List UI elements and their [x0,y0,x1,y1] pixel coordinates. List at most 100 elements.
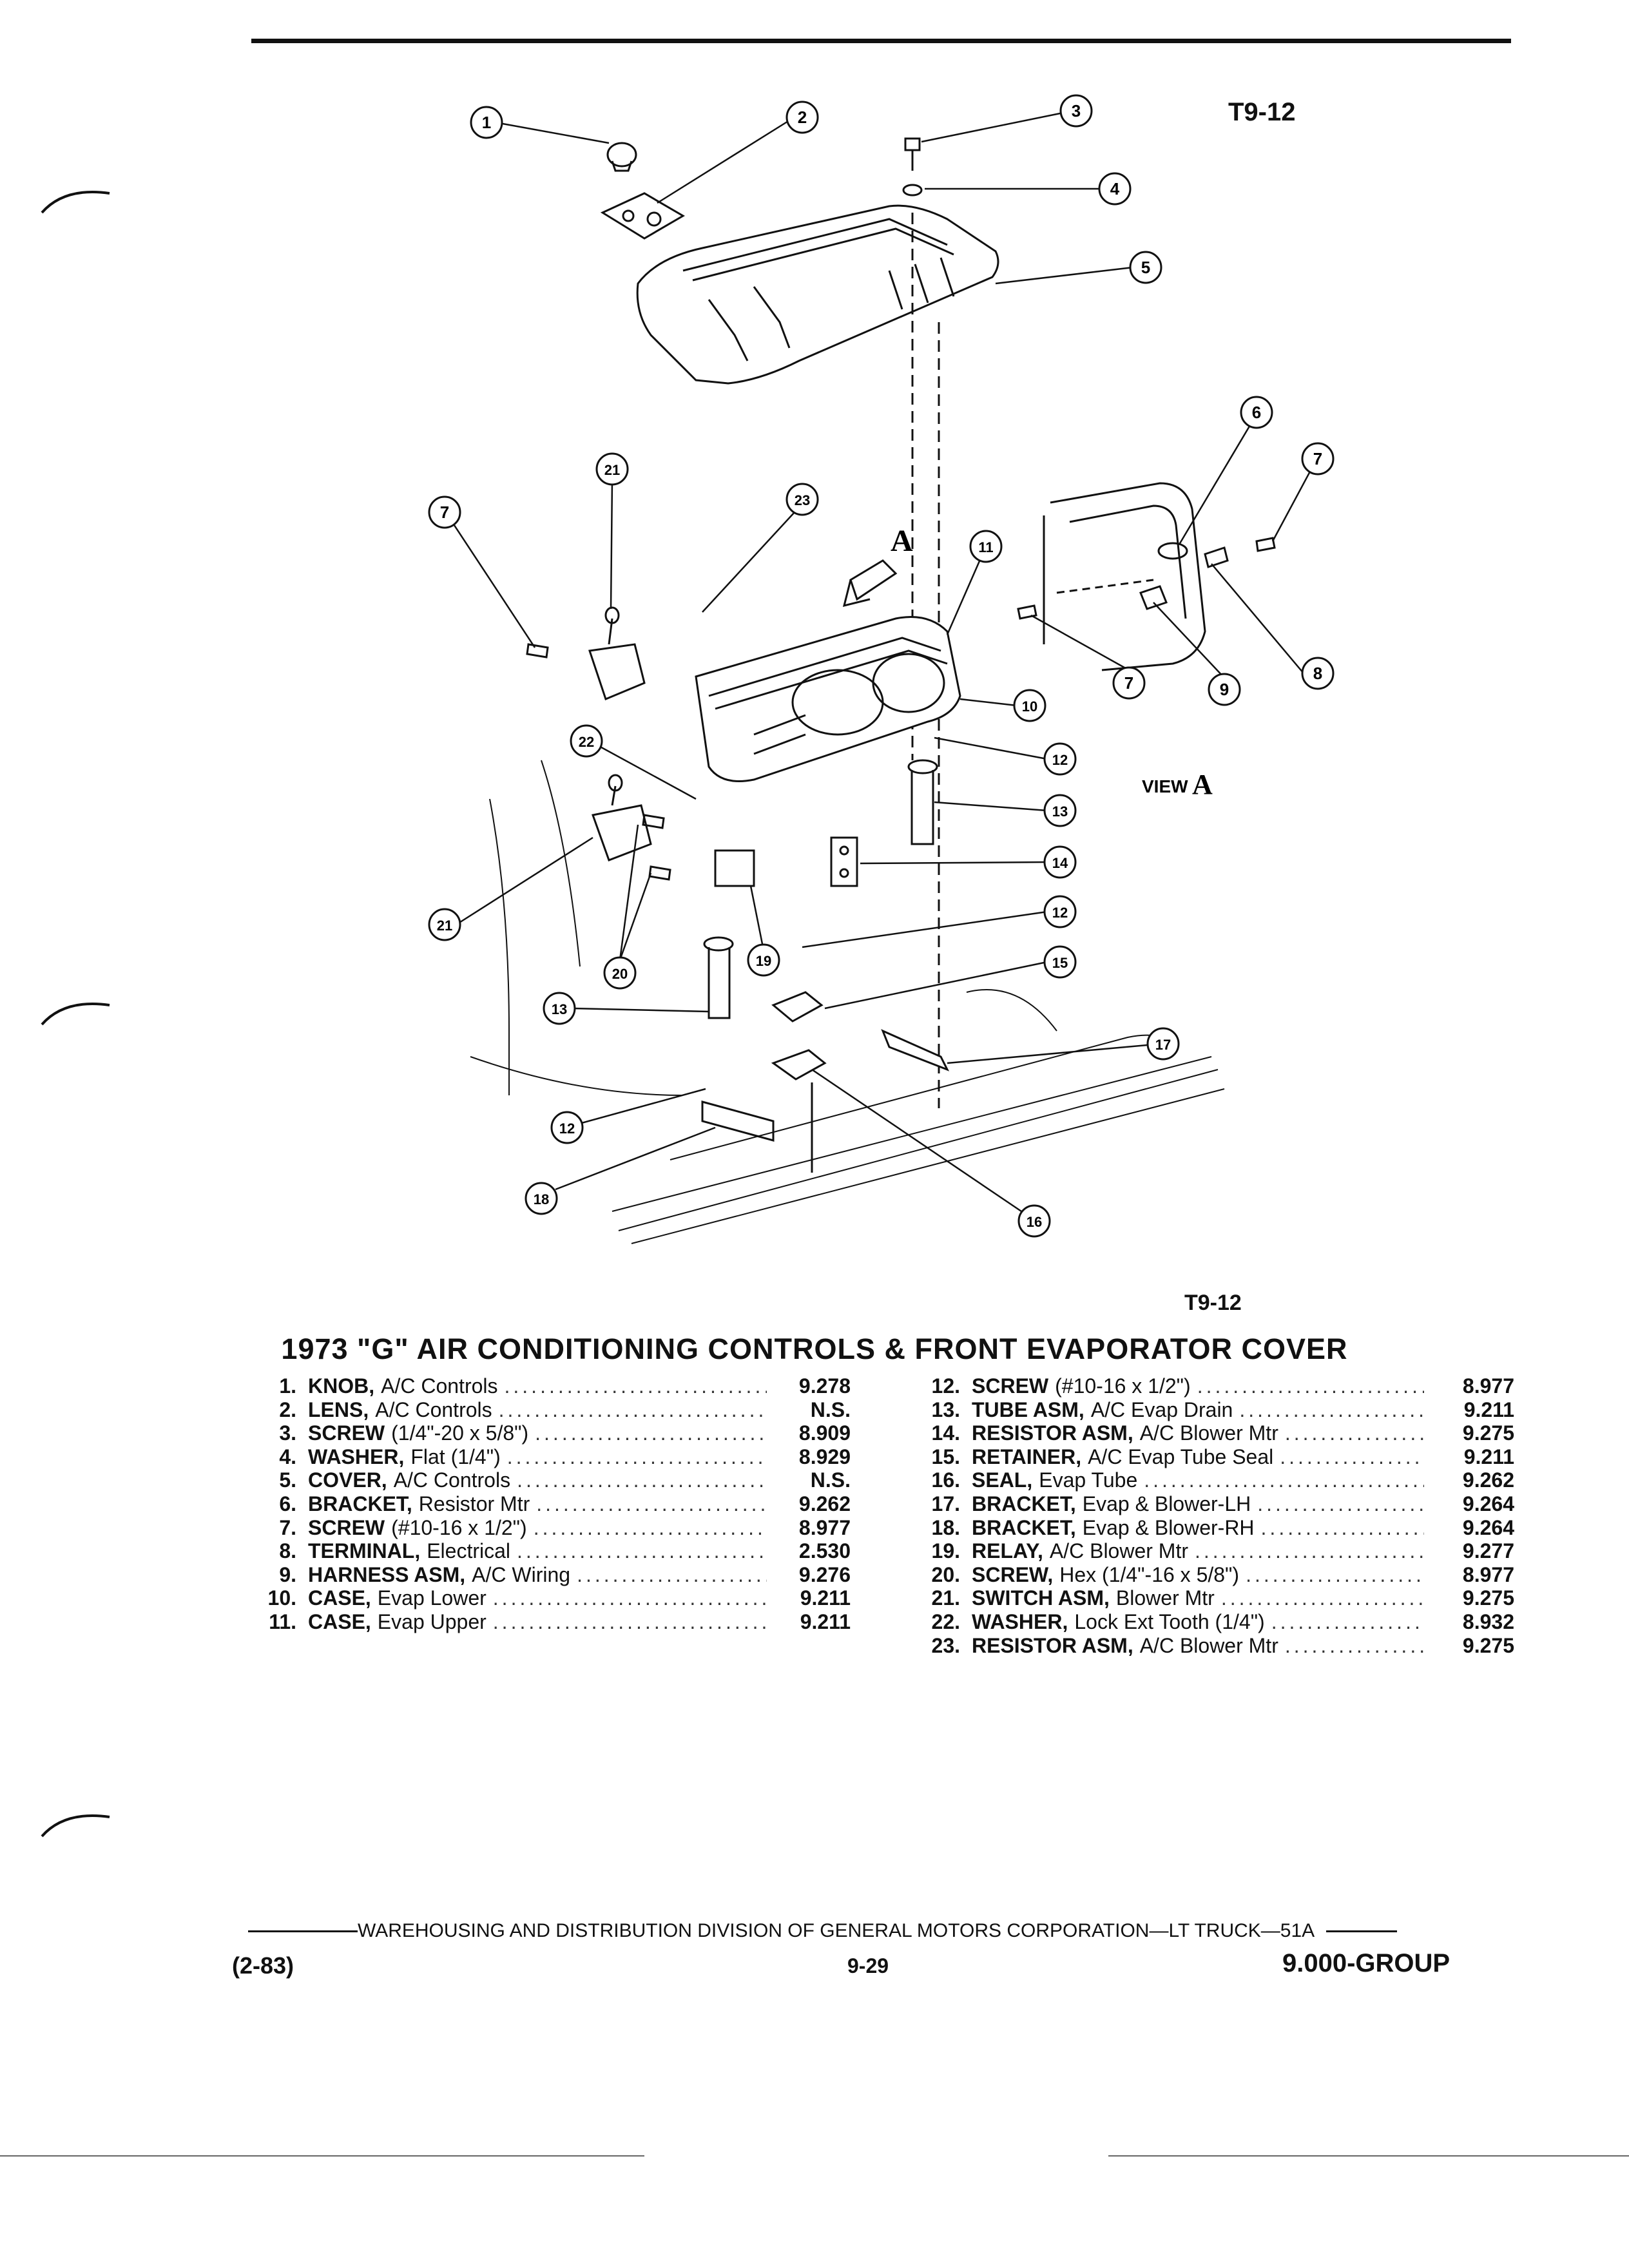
part-name: WASHER, [972,1610,1068,1633]
callout-circle [428,495,461,529]
arrow-letter: A [891,524,913,558]
scan-curl-mark [41,1814,110,1838]
part-description: A/C Controls [375,1398,492,1421]
part-name: TUBE ASM, [972,1398,1084,1421]
part-name: RELAY, [972,1539,1043,1563]
callout-number: 10 [1022,698,1037,715]
part-group-number: 8.977 [1462,1374,1514,1398]
part-row: 18.BRACKET,Evap & Blower-RH.............… [902,1516,1514,1540]
part-name: RESISTOR ASM, [972,1633,1133,1657]
part-description: A/C Evap Tube Seal [1088,1445,1274,1468]
callout-16: 16 [1017,1204,1051,1238]
scan-curl-mark [41,1003,110,1026]
part-name: KNOB, [308,1374,375,1398]
leader-dots: ........................................ [492,1610,767,1633]
part-row: 4.WASHER,Flat (1/4")....................… [238,1445,851,1469]
part-name: HARNESS ASM, [308,1562,466,1586]
footer-date: (2-83) [232,1952,294,1979]
callout-circle [1129,251,1162,284]
part-name: TERMINAL, [308,1539,421,1563]
footer-dash-left [248,1930,358,1932]
callout-15: 15 [1043,945,1077,979]
leader-dots: ........................................ [1246,1562,1424,1586]
scan-edge-line [0,2155,644,2157]
callout-18: 18 [525,1182,558,1215]
callout-circle [1112,666,1146,700]
part-group-number: 9.262 [798,1492,851,1515]
footer-division-line: WAREHOUSING AND DISTRIBUTION DIVISION OF… [248,1920,1476,1942]
leader-lines [447,111,1317,1213]
part-description: (1/4"-20 x 5/8") [391,1421,529,1445]
parts-list-left: 1.KNOB,A/C Controls.....................… [238,1374,851,1634]
part-number: 17. [931,1492,960,1515]
part-name: RESISTOR ASM, [972,1421,1133,1445]
callout-circle [747,943,780,977]
footer-group: 9.000-GROUP [1282,1949,1451,1977]
parts-list-right: 12.SCREW(#10-16 x 1/2").................… [902,1374,1514,1657]
callout-number: 23 [795,492,810,508]
page-title: 1973 "G" AIR CONDITIONING CONTROLS & FRO… [281,1332,1348,1365]
leader-dots: ........................................ [1197,1374,1424,1398]
part-name: SCREW [308,1421,385,1445]
part-row: 3.SCREW(1/4"-20 x 5/8").................… [238,1421,851,1445]
figure-id-top: T9-12 [1228,98,1296,126]
part-number: 14. [931,1421,960,1445]
callout-circle [525,1182,558,1215]
callout-2: 2 [786,101,819,134]
part-description: A/C Blower Mtr [1049,1539,1188,1563]
callout-circle [470,106,503,139]
part-group-number: 8.909 [798,1421,851,1445]
part-description: Flat (1/4") [410,1445,501,1468]
callout-number: 14 [1052,855,1068,871]
leader-dots: ........................................ [492,1586,767,1610]
part-row: 2.LENS,A/C Controls.....................… [238,1398,851,1422]
callout-circle [1240,396,1273,429]
callout-number: 13 [552,1001,567,1017]
leader-dots: ........................................ [1239,1398,1424,1421]
callout-number: 22 [579,734,594,750]
part-name: LENS, [308,1398,369,1421]
callout-21: 21 [428,908,461,941]
part-number: 21. [931,1586,960,1610]
part-group-number: 9.264 [1462,1492,1514,1515]
callout-number: 16 [1027,1214,1042,1230]
part-row: 13.TUBE ASM,A/C Evap Drain..............… [902,1398,1514,1422]
callout-circle [1301,657,1335,690]
callout-13: 13 [543,992,576,1025]
callout-7: 7 [428,495,461,529]
leader-dots: ........................................ [1144,1468,1424,1492]
view-a-inset [1017,482,1276,671]
part-group-number: N.S. [810,1468,851,1492]
part-description: A/C Blower Mtr [1139,1633,1278,1657]
part-group-number: 9.262 [1462,1468,1514,1492]
part-number: 8. [279,1539,296,1563]
figure-id-bottom: T9-12 [1184,1291,1242,1315]
callout-number: 7 [440,503,449,522]
callout-11: 11 [969,530,1003,563]
callout-circle [1043,895,1077,928]
part-name: BRACKET, [308,1492,412,1515]
callout-circle [1059,94,1093,128]
part-group-number: 8.977 [1462,1562,1514,1586]
callout-number: 1 [482,113,491,132]
part-row: 6.BRACKET,Resistor Mtr..................… [238,1492,851,1516]
leader-dots: ........................................ [1257,1492,1424,1515]
footer-page-number: 9-29 [847,1954,889,1977]
part-name: BRACKET, [972,1515,1076,1539]
callout-9: 9 [1208,673,1241,706]
part-switch-upper [588,606,646,701]
leader-dots: ........................................ [517,1468,767,1492]
view-letter: A [1192,769,1213,800]
part-row: 1.KNOB,A/C Controls.....................… [238,1374,851,1398]
part-group-number: 9.211 [800,1586,851,1610]
part-group-number: 2.530 [798,1539,851,1563]
part-number: 5. [279,1468,296,1492]
callout-number: 11 [978,539,993,555]
part-switch-lower [592,774,652,861]
callout-12: 12 [550,1111,584,1144]
callout-number: 5 [1141,258,1150,277]
callout-12: 12 [1043,895,1077,928]
callout-number: 7 [1313,449,1322,468]
part-lens [600,192,685,240]
leader-dots: ........................................ [533,1515,767,1539]
